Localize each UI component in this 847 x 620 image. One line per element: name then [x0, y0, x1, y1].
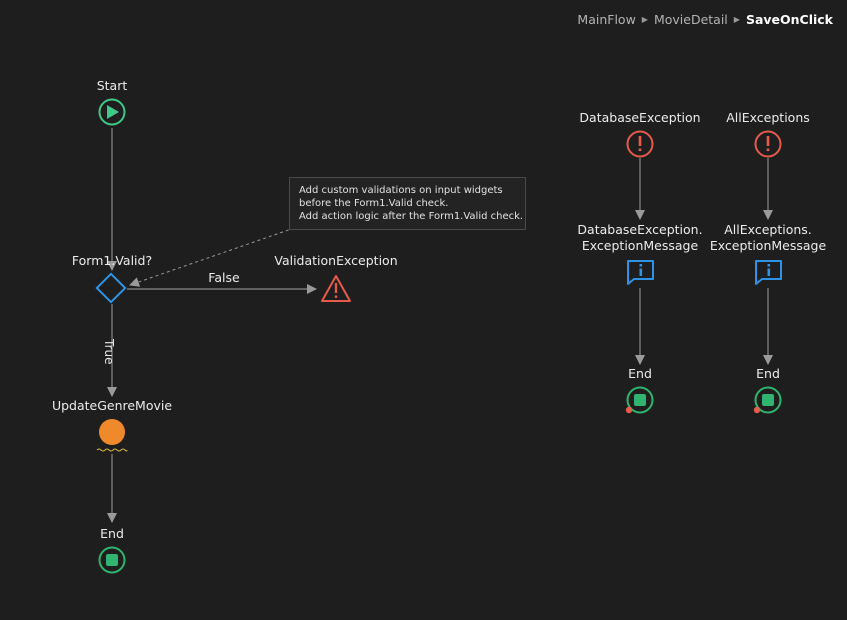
play-icon [107, 105, 119, 119]
database-exception-label: DatabaseException [579, 110, 701, 125]
end-node-all[interactable] [753, 386, 782, 414]
database-message-label-line2: ExceptionMessage [581, 238, 699, 253]
exclamation-icon [766, 136, 770, 152]
comment-note[interactable]: Add custom validations on input widgets … [289, 177, 526, 230]
action-label: UpdateGenreMovie [51, 398, 173, 413]
end-label-main: End [100, 526, 124, 541]
breadcrumb-separator-icon: ▶ [641, 15, 648, 24]
start-node[interactable] [98, 98, 126, 126]
note-line: Add action logic after the Form1.Valid c… [299, 211, 524, 222]
note-line: Add custom validations on input widgets [299, 185, 503, 196]
exclamation-icon [638, 136, 642, 152]
if-label: Form1.Valid? [71, 253, 153, 268]
error-dot-icon [625, 406, 633, 414]
action-node-updategenremovie[interactable] [96, 419, 128, 452]
stop-icon [762, 394, 774, 406]
all-message-label-line2: ExceptionMessage [709, 238, 827, 253]
false-branch-label: False [208, 270, 240, 285]
breadcrumb-item-moviedetail[interactable]: MovieDetail [653, 12, 728, 27]
breadcrumb-item-mainflow[interactable]: MainFlow [577, 12, 636, 27]
validation-exception-label: ValidationException [274, 253, 398, 268]
warning-underline [96, 448, 128, 452]
message-node-database[interactable] [627, 260, 654, 285]
all-exceptions-label: AllExceptions [726, 110, 810, 125]
warning-triangle-icon [321, 275, 351, 302]
database-message-label-line1: DatabaseException. [577, 222, 703, 237]
end-label-all: End [756, 366, 780, 381]
end-node-database[interactable] [625, 386, 654, 414]
info-message-icon [627, 260, 654, 285]
end-node-main[interactable] [98, 546, 126, 574]
breadcrumb-current: SaveOnClick [745, 12, 833, 27]
error-dot-icon [753, 406, 761, 414]
if-node[interactable] [95, 272, 127, 304]
note-line: before the Form1.Valid check. [299, 198, 449, 209]
diamond-icon [95, 272, 127, 304]
true-branch-label: True [102, 339, 116, 365]
stop-icon [106, 554, 118, 566]
raise-exception-node[interactable] [321, 275, 351, 302]
end-label-database: End [628, 366, 652, 381]
info-message-icon [755, 260, 782, 285]
stop-icon [634, 394, 646, 406]
orange-circle-icon [99, 419, 125, 445]
message-node-all[interactable] [755, 260, 782, 285]
exception-handler-database[interactable] [626, 130, 654, 158]
breadcrumb-separator-icon: ▶ [733, 15, 740, 24]
breadcrumb: MainFlow ▶ MovieDetail ▶ SaveOnClick [577, 12, 833, 27]
exception-handler-all[interactable] [754, 130, 782, 158]
start-label: Start [96, 78, 128, 93]
all-message-label-line1: AllExceptions. [724, 222, 812, 237]
